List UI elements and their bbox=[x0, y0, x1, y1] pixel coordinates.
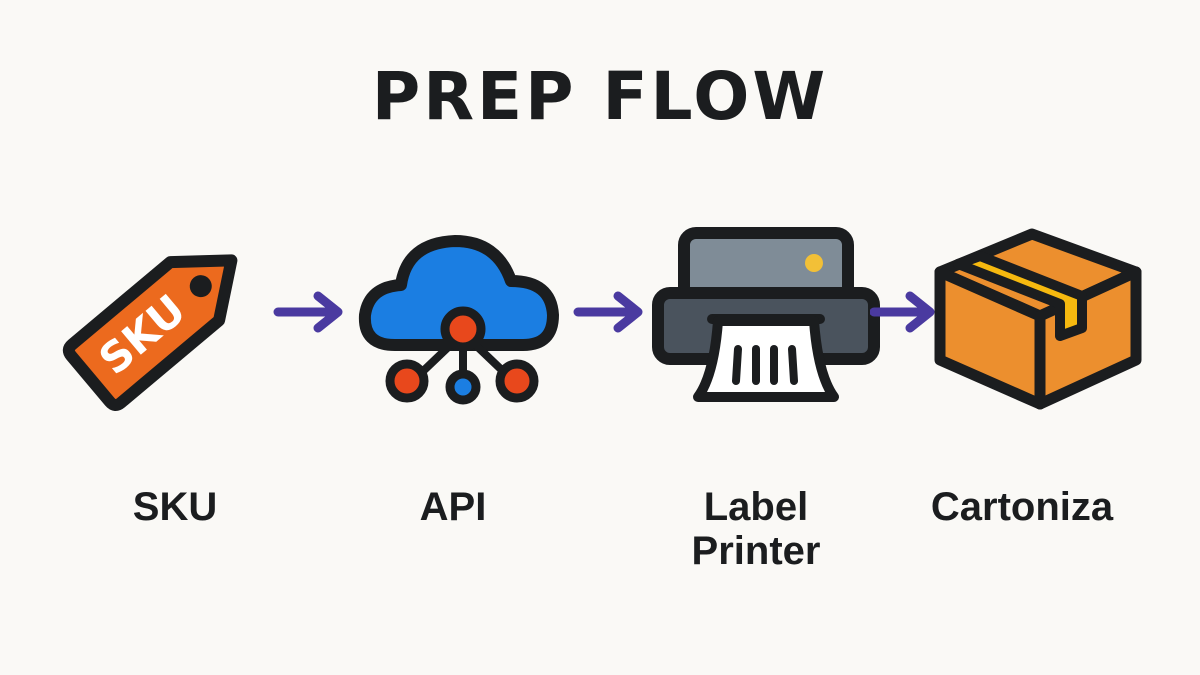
label-printer-line2: Printer bbox=[691, 529, 821, 573]
cloud-network-icon bbox=[358, 235, 559, 405]
label-printer-icon bbox=[652, 227, 880, 402]
label-printer-line1: Label bbox=[703, 485, 809, 529]
price-tag-icon: SKU bbox=[62, 254, 238, 411]
step-label-cartoniza: Cartoniza bbox=[930, 485, 1114, 529]
cardboard-box-icon bbox=[934, 228, 1142, 410]
arrow-right-icon bbox=[273, 291, 343, 333]
arrow-right-icon bbox=[870, 291, 935, 333]
step-label-sku: SKU bbox=[132, 485, 218, 529]
step-label-api: API bbox=[419, 485, 487, 529]
arrow-right-icon bbox=[573, 291, 643, 333]
diagram-title: PREP FLOW bbox=[371, 58, 829, 135]
step-label-label-printer: Label Printer bbox=[626, 485, 886, 573]
